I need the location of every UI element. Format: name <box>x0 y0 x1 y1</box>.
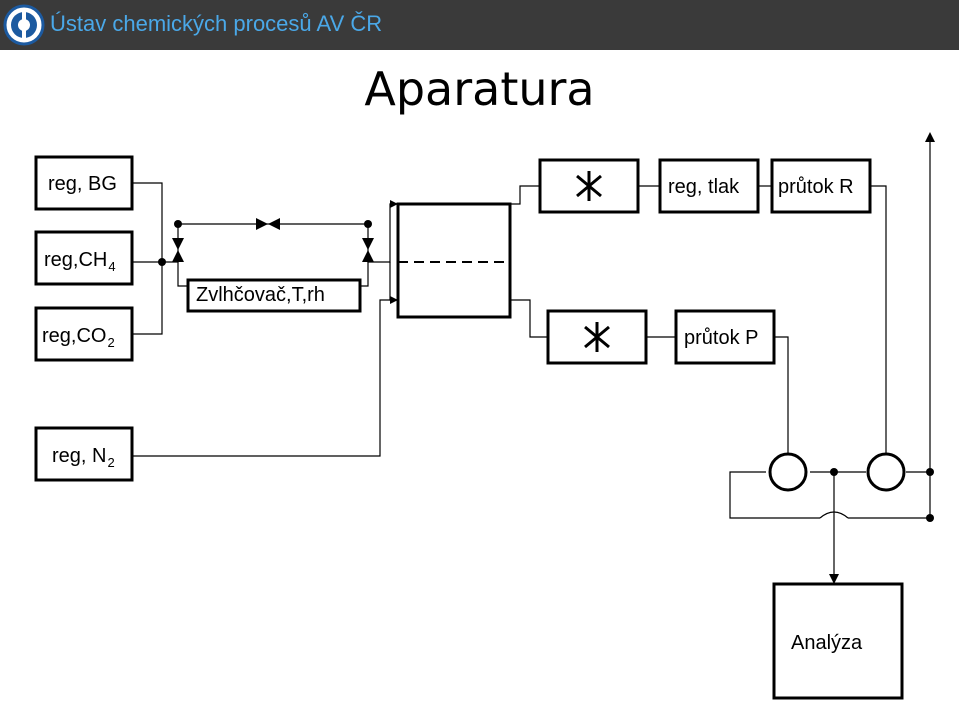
reg-ch4-label: reg,CH4 <box>44 249 116 274</box>
reg-ch4-box <box>34 230 134 286</box>
selector-valve-left-icon <box>768 452 808 492</box>
reactor-box <box>396 202 512 319</box>
humidifier-box <box>186 278 362 313</box>
pressure-reg-label: reg, tlak <box>668 176 740 198</box>
selector-valve-right-icon <box>866 452 906 492</box>
arrowheads <box>390 132 935 584</box>
reg-n2-label: reg, N2 <box>52 445 115 470</box>
analysis-label: Analýza <box>791 632 863 654</box>
reg-n2-box <box>34 426 134 482</box>
header-bar: Ústav chemických procesů AV ČR <box>0 0 959 50</box>
reg-bg-label: reg, BG <box>48 173 117 195</box>
institute-logo-icon <box>3 4 45 46</box>
flow-r-label: průtok R <box>778 176 854 198</box>
flow-p-label: průtok P <box>684 327 759 349</box>
humidifier-label: Zvlhčovač,T,rh <box>196 284 325 306</box>
asterisk-pump-icon <box>576 171 610 352</box>
page-title: Aparatura <box>364 62 595 116</box>
institution-name: Ústav chemických procesů AV ČR <box>50 11 383 36</box>
junction-dots <box>158 220 934 522</box>
reg-co2-label: reg,CO2 <box>42 325 115 350</box>
valve-icon <box>172 218 374 262</box>
pipe-lines <box>132 138 931 584</box>
analysis-box <box>772 582 904 700</box>
